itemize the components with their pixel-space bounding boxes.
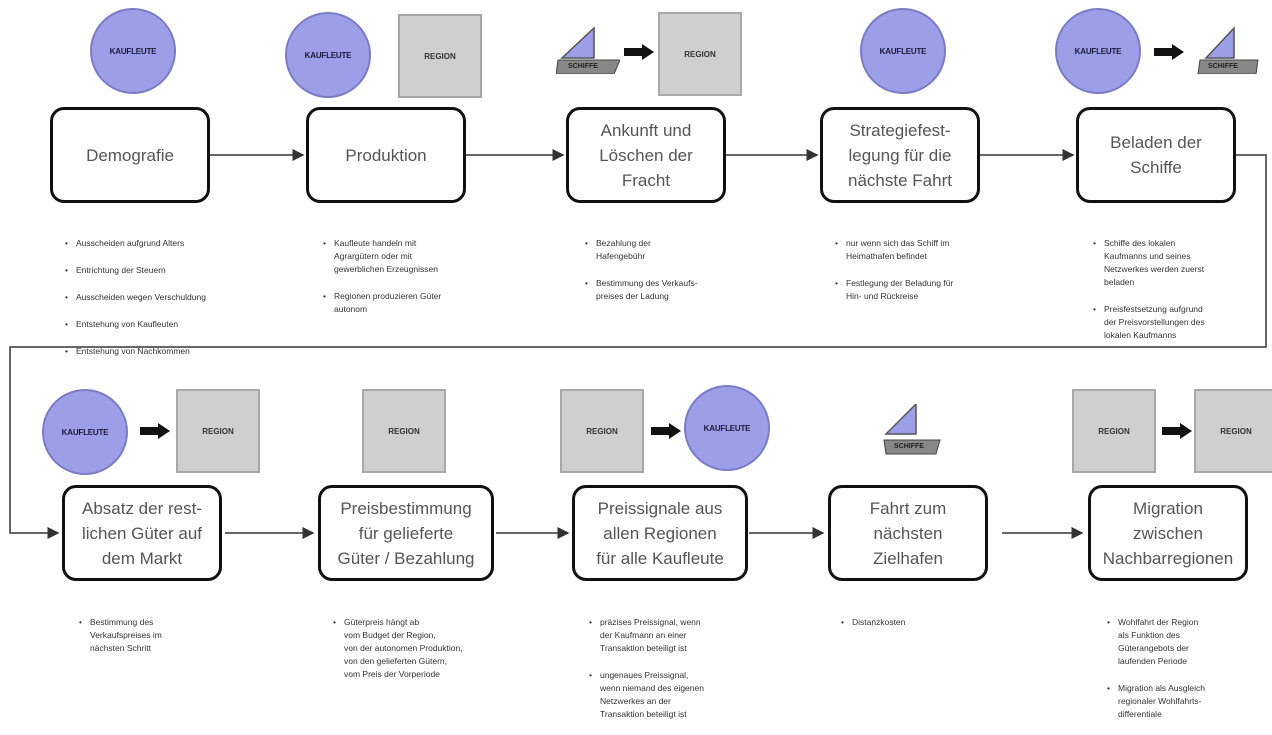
arrow-right-icon <box>651 423 681 439</box>
bullet-item: Ausscheiden aufgrund Alters <box>65 237 306 250</box>
bullet-item: Bestimmung des Verkaufspreises im nächst… <box>79 616 250 655</box>
bullets-migration: Wohlfahrt der Region als Funktion des Gü… <box>1106 603 1272 735</box>
arrow-right-icon <box>140 423 170 439</box>
arrow-right-icon <box>624 44 654 60</box>
bullets-beladen: Schiffe des lokalen Kaufmanns und seines… <box>1092 224 1272 356</box>
bullet-item: ungenaues Preissignal, wenn niemand des … <box>589 669 790 721</box>
ships-label: SCHIFFE <box>1208 62 1238 70</box>
region-node: REGION <box>658 12 742 96</box>
bullet-item: Bezahlung der Hafengebühr <box>585 237 796 263</box>
arrow-right-icon <box>1154 44 1184 60</box>
region-node: REGION <box>398 14 482 98</box>
process-migration: Migration zwischen Nachbarregionen <box>1088 485 1248 581</box>
process-demografie: Demografie <box>50 107 210 203</box>
bullet-item: Wohlfahrt der Region als Funktion des Gü… <box>1107 616 1272 668</box>
arrow-right-icon <box>1162 423 1192 439</box>
bullet-item: nur wenn sich das Schiff im Heimathafen … <box>835 237 1056 263</box>
bullet-item: Preisfestsetzung aufgrund der Preisvorst… <box>1093 303 1272 342</box>
bullet-item: Migration als Ausgleich regionaler Wohlf… <box>1107 682 1272 721</box>
ship-icon: SCHIFFE <box>556 24 620 74</box>
process-fahrt: Fahrt zum nächsten Zielhafen <box>828 485 988 581</box>
region-node: REGION <box>1194 389 1272 473</box>
region-node: REGION <box>560 389 644 473</box>
ships-label: SCHIFFE <box>894 442 924 450</box>
merchants-node: KAUFLEUTE <box>1055 8 1141 94</box>
bullet-item: Schiffe des lokalen Kaufmanns und seines… <box>1093 237 1272 289</box>
connector-5-6 <box>9 154 1267 539</box>
bullet-item: Distanzkosten <box>841 616 1012 629</box>
bullets-demografie: Ausscheiden aufgrund Alters Entrichtung … <box>64 224 306 372</box>
bullet-item: Güterpreis hängt ab vom Budget der Regio… <box>333 616 554 681</box>
merchants-node: KAUFLEUTE <box>42 389 128 475</box>
bullet-item: Entstehung von Nachkommen <box>65 345 306 358</box>
region-node: REGION <box>1072 389 1156 473</box>
merchants-node: KAUFLEUTE <box>684 385 770 471</box>
bullets-strategie: nur wenn sich das Schiff im Heimathafen … <box>834 224 1056 317</box>
bullets-produktion: Kaufleute handeln mit Agrargütern oder m… <box>322 224 534 330</box>
bullet-item: Festlegung der Beladung für Hin- und Rüc… <box>835 277 1056 303</box>
bullet-item: Bestimmung des Verkaufs- preises der Lad… <box>585 277 796 303</box>
process-beladen: Beladen der Schiffe <box>1076 107 1236 203</box>
merchants-node: KAUFLEUTE <box>90 8 176 94</box>
bullets-preissignale: präzises Preissignal, wenn der Kaufmann … <box>588 603 790 735</box>
bullet-item: Entrichtung der Steuern <box>65 264 306 277</box>
region-node: REGION <box>362 389 446 473</box>
ships-label: SCHIFFE <box>568 62 598 70</box>
region-node: REGION <box>176 389 260 473</box>
bullet-item: Ausscheiden wegen Verschuldung <box>65 291 306 304</box>
process-strategie: Strategiefest- legung für die nächste Fa… <box>820 107 980 203</box>
process-produktion: Produktion <box>306 107 466 203</box>
bullets-absatz: Bestimmung des Verkaufspreises im nächst… <box>78 603 250 669</box>
bullets-preisbestimmung: Güterpreis hängt ab vom Budget der Regio… <box>332 603 554 695</box>
bullet-item: Kaufleute handeln mit Agrargütern oder m… <box>323 237 534 276</box>
bullet-item: Entstehung von Kaufleuten <box>65 318 306 331</box>
process-preissignale: Preissignale aus allen Regionen für alle… <box>572 485 748 581</box>
bullets-fahrt: Distanzkosten <box>840 603 1012 643</box>
process-preisbestimmung: Preisbestimmung für gelieferte Güter / B… <box>318 485 494 581</box>
merchants-node: KAUFLEUTE <box>860 8 946 94</box>
bullet-item: Regionen produzieren Güter autonom <box>323 290 534 316</box>
process-ankunft: Ankunft und Löschen der Fracht <box>566 107 726 203</box>
bullets-ankunft: Bezahlung der Hafengebühr Bestimmung des… <box>584 224 796 317</box>
ship-icon: SCHIFFE <box>882 404 946 455</box>
ship-icon: SCHIFFE <box>1196 24 1260 74</box>
process-absatz: Absatz der rest- lichen Güter auf dem Ma… <box>62 485 222 581</box>
bullet-item: präzises Preissignal, wenn der Kaufmann … <box>589 616 790 655</box>
merchants-node: KAUFLEUTE <box>285 12 371 98</box>
